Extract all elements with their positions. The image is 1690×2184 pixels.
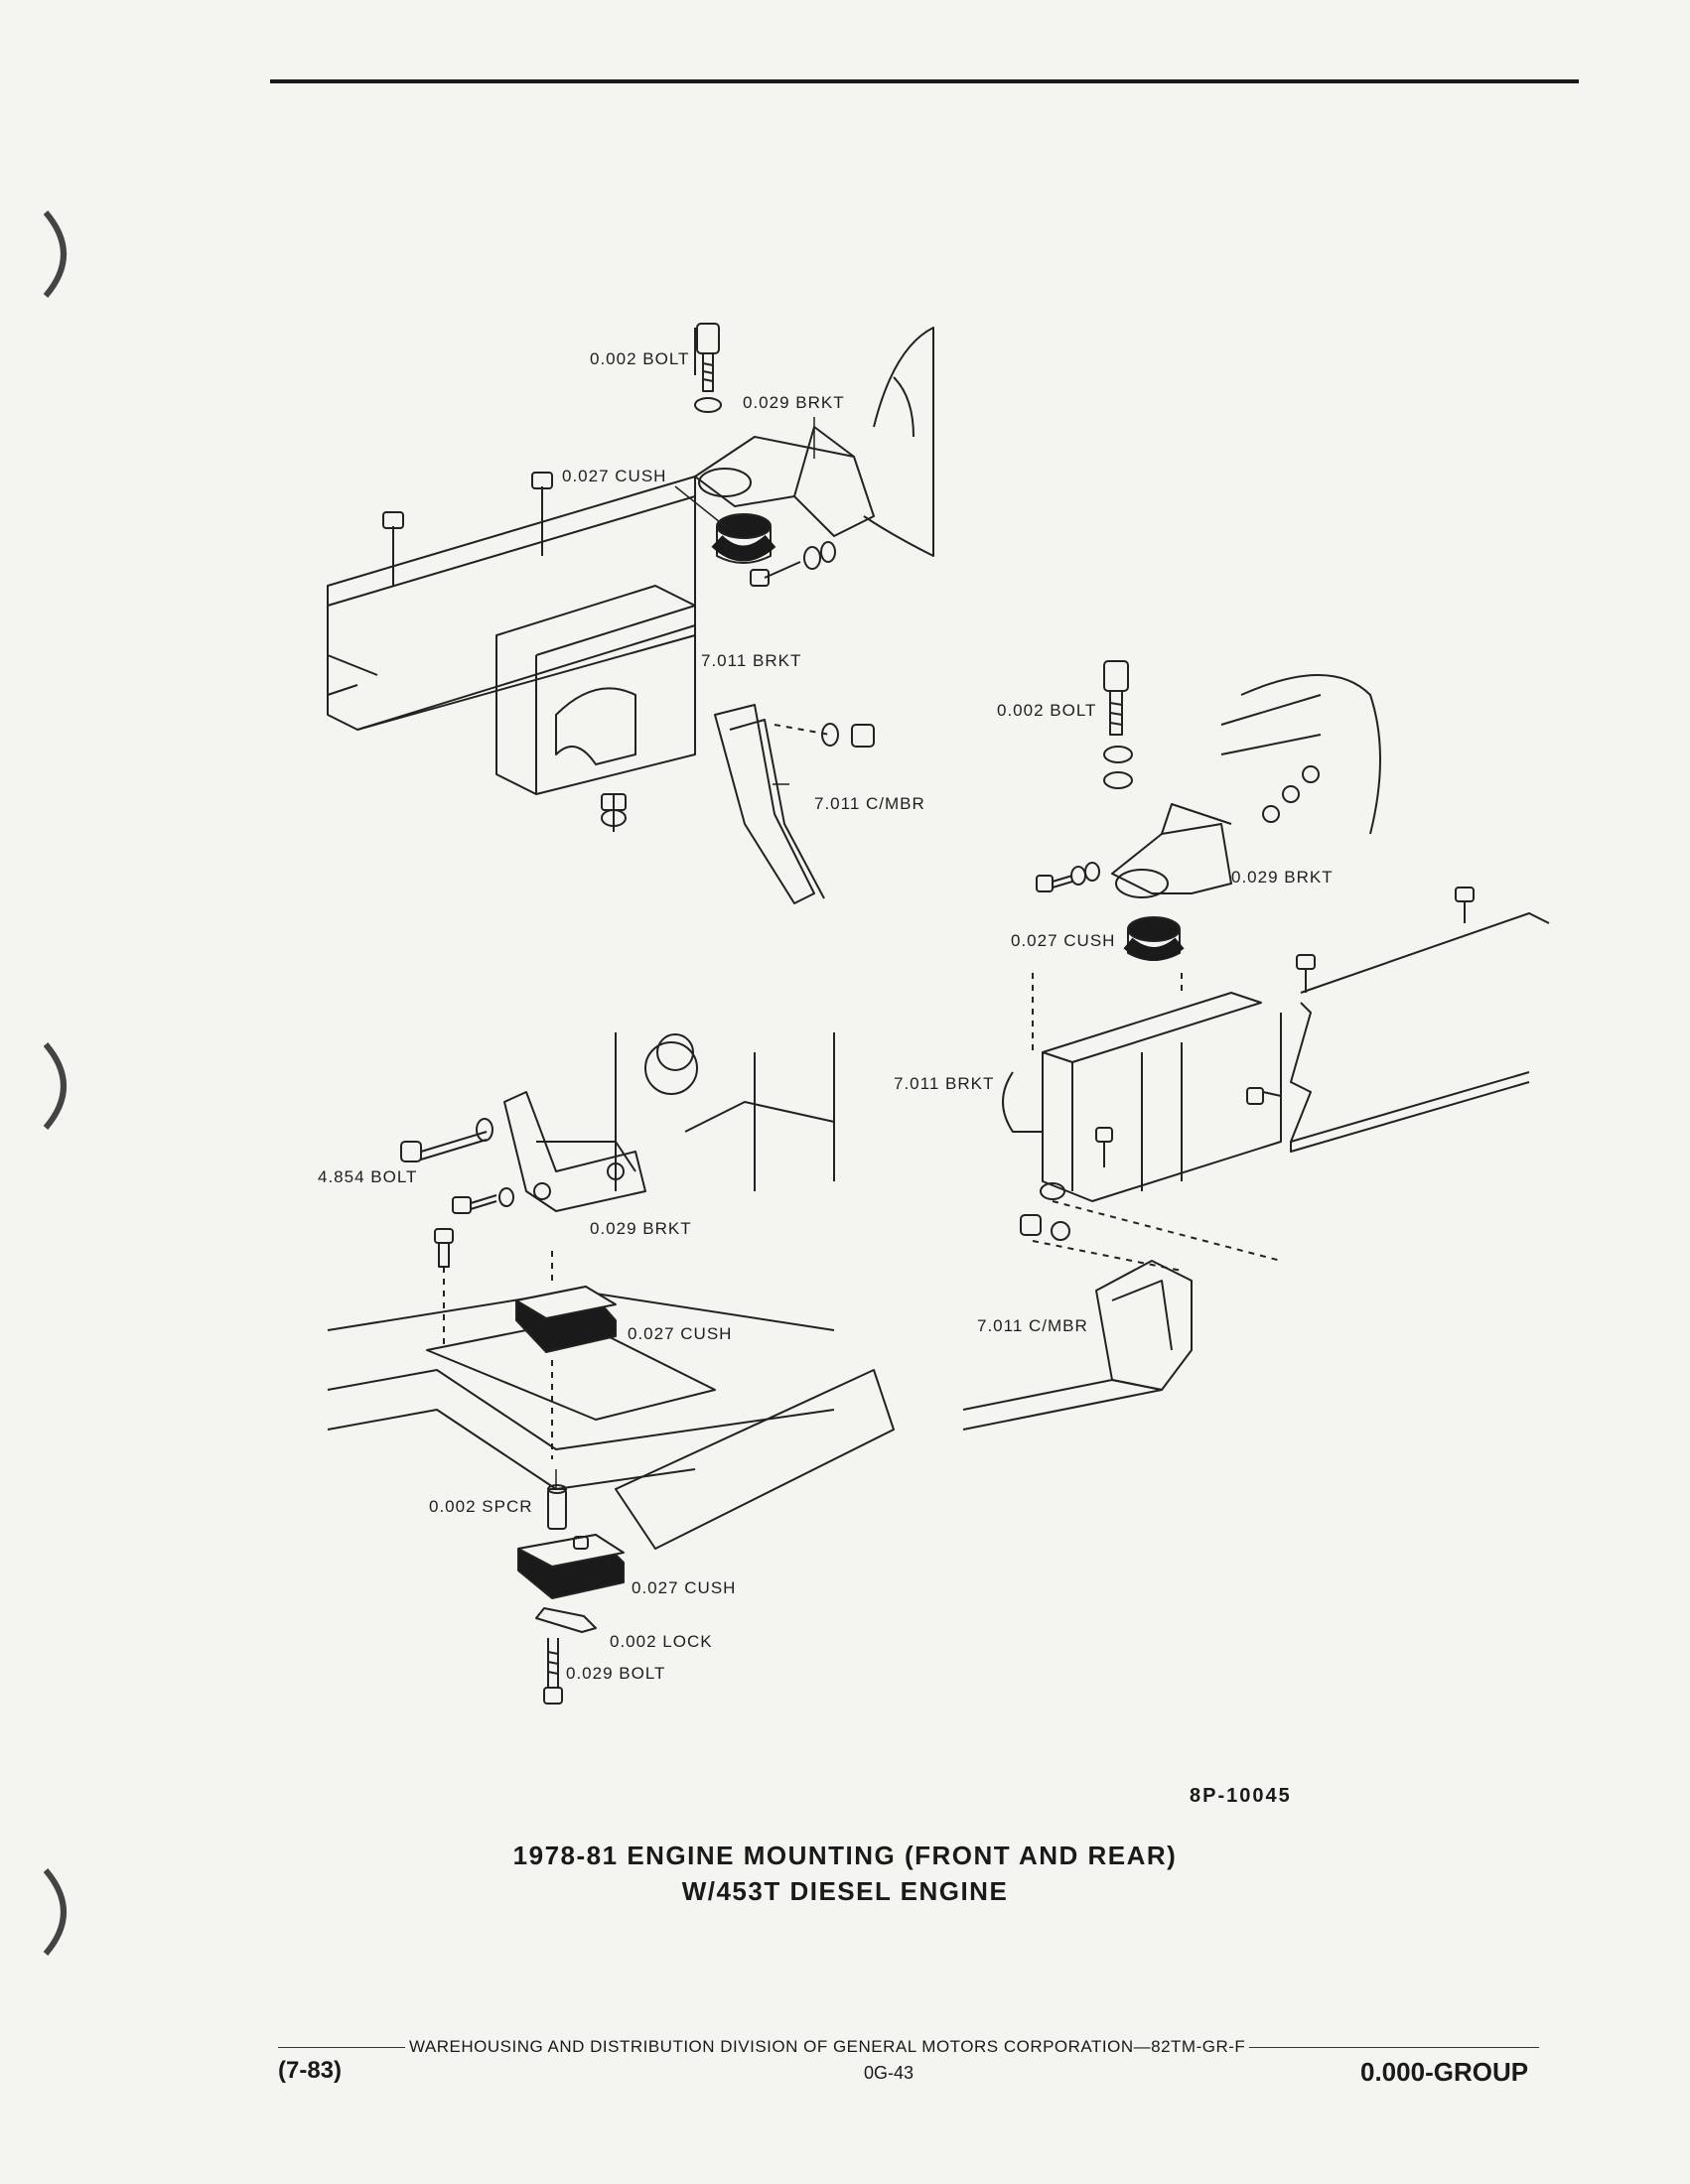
footer-publisher: WAREHOUSING AND DISTRIBUTION DIVISION OF…: [409, 2037, 1246, 2056]
label-rear-right-bracket: 0.029 BRKT: [1231, 868, 1334, 887]
label-rear-left-spacer: 0.002 SPCR: [429, 1497, 533, 1516]
label-rear-right-cushion: 0.027 CUSH: [1011, 931, 1116, 950]
binder-hole-mark: [43, 1042, 67, 1130]
label-rear-left-lock: 0.002 LOCK: [610, 1632, 713, 1651]
label-front-engine-bracket: 0.029 BRKT: [743, 393, 845, 412]
footer-rule-left: [278, 2046, 405, 2048]
label-front-bolt: 0.002 BOLT: [590, 349, 690, 368]
label-rear-left-bracket: 0.029 BRKT: [590, 1219, 692, 1238]
label-rear-left-cushion-lower: 0.027 CUSH: [632, 1578, 737, 1597]
label-rear-left-cushion-upper: 0.027 CUSH: [628, 1324, 733, 1343]
caption-line-2: W/453T DIESEL ENGINE: [681, 1876, 1009, 1906]
label-front-cushion: 0.027 CUSH: [562, 467, 667, 485]
label-front-frame-bracket: 7.011 BRKT: [701, 651, 802, 670]
footer-page-number: 0G-43: [864, 2063, 915, 2083]
front-mount-assembly: [327, 323, 934, 904]
binder-hole-mark: [43, 1868, 67, 1956]
label-front-crossmember: 7.011 C/MBR: [814, 794, 925, 813]
label-rear-left-bolt-lower: 0.029 BOLT: [566, 1664, 666, 1683]
footer-date-code: (7-83): [278, 2057, 343, 2084]
footer-rule-right: [1249, 2046, 1539, 2048]
label-rear-right-frame-bracket: 7.011 BRKT: [894, 1074, 995, 1093]
footer-group: 0.000-GROUP: [1360, 2057, 1529, 2087]
top-rule: [270, 79, 1579, 83]
label-rear-right-bolt: 0.002 BOLT: [997, 701, 1097, 720]
footer-publisher-line: WAREHOUSING AND DISTRIBUTION DIVISION OF…: [278, 2037, 1539, 2057]
label-rear-left-bolt: 4.854 BOLT: [318, 1167, 418, 1186]
rear-left-mount-assembly: [327, 1032, 895, 1705]
binder-hole-mark: [43, 210, 67, 298]
figure-number: 8P-10045: [1190, 1785, 1292, 1807]
caption-line-1: 1978-81 ENGINE MOUNTING (FRONT AND REAR): [512, 1841, 1178, 1870]
rear-right-mount-assembly: [962, 660, 1550, 1431]
label-rear-right-crossmember: 7.011 C/MBR: [977, 1316, 1088, 1335]
